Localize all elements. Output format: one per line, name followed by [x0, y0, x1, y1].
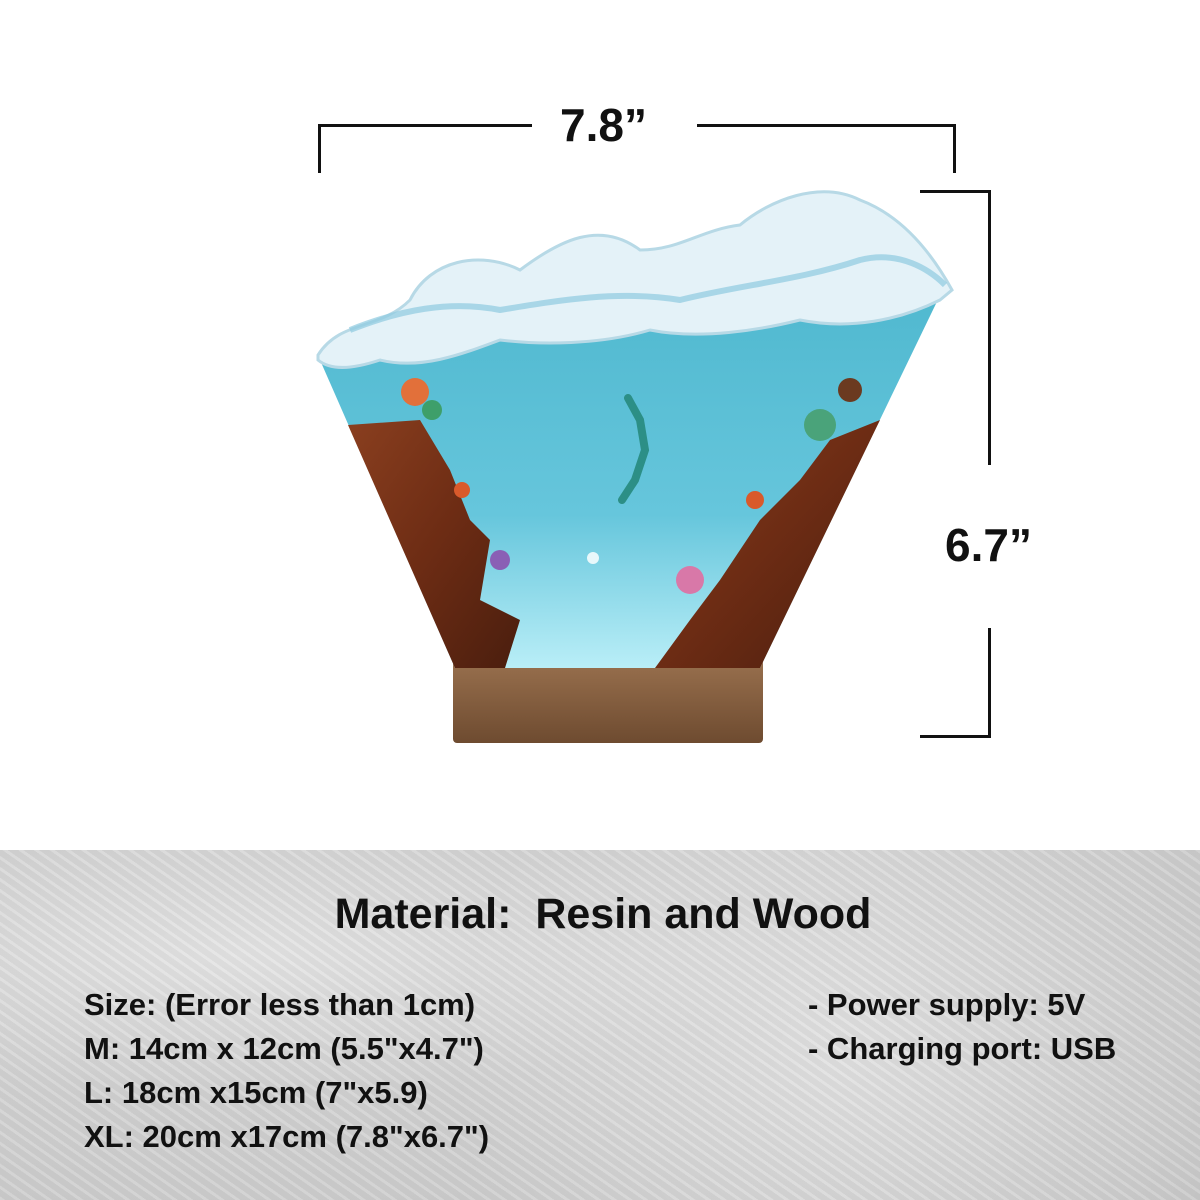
- width-dimension-line-left: [318, 124, 532, 127]
- wave-crest: [316, 190, 954, 369]
- feature-list: - Power supply: 5V - Charging port: USB: [808, 983, 1116, 1071]
- size-l: L: 18cm x15cm (7"x5.9): [84, 1075, 428, 1110]
- mermaid-figure: [618, 394, 650, 504]
- width-tick-left: [318, 124, 321, 173]
- size-list: Size: (Error less than 1cm) M: 14cm x 12…: [84, 983, 489, 1159]
- wooden-base: [453, 653, 763, 743]
- width-tick-right: [953, 124, 956, 173]
- width-dimension-line-right: [697, 124, 956, 127]
- wood-right: [655, 420, 880, 668]
- size-m: M: 14cm x 12cm (5.5"x4.7"): [84, 1031, 484, 1066]
- power-supply: - Power supply: 5V: [808, 987, 1086, 1022]
- height-dimension-line-bottom: [988, 628, 991, 738]
- height-label: 6.7”: [945, 519, 1032, 571]
- height-dimension-line-top: [988, 190, 991, 465]
- wood-left: [348, 420, 520, 668]
- coral-right: [676, 378, 862, 594]
- charging-port: - Charging port: USB: [808, 1031, 1117, 1066]
- material-heading: Material: Resin and Wood: [334, 890, 872, 938]
- bubble: [587, 552, 599, 564]
- width-label: 7.8”: [560, 99, 647, 151]
- size-note: Size: (Error less than 1cm): [84, 987, 476, 1022]
- info-panel-background: [0, 850, 1200, 1200]
- wave-foam: [348, 254, 948, 333]
- size-xl: XL: 20cm x17cm (7.8"x6.7"): [84, 1119, 490, 1154]
- height-tick-bottom: [920, 735, 990, 738]
- resin-ocean-lamp-image: [316, 190, 954, 743]
- height-tick-top: [920, 190, 990, 193]
- coral-left: [401, 378, 510, 570]
